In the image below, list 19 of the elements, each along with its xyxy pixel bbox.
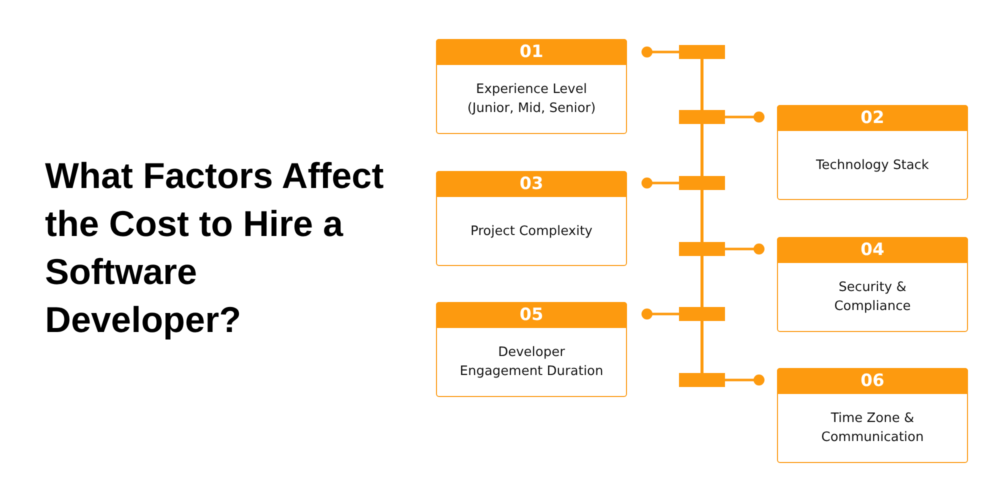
factor-label: Time Zone & Communication xyxy=(820,410,925,447)
factor-label: Project Complexity xyxy=(470,222,593,240)
step-number: 03 xyxy=(520,174,544,194)
factor-card xyxy=(436,302,627,397)
factor-card xyxy=(436,171,627,266)
factor-label: Technology Stack xyxy=(816,156,929,174)
step-number: 02 xyxy=(860,108,884,128)
factor-label: Experience Level (Junior, Mid, Senior) xyxy=(466,81,597,118)
step-number: 01 xyxy=(520,42,544,62)
factor-card xyxy=(777,368,968,463)
factor-card xyxy=(777,237,968,332)
heading: What Factors Affect the Cost to Hire a Software Developer? xyxy=(45,154,385,342)
factor-label: Developer Engagement Duration xyxy=(458,344,604,381)
step-number: 05 xyxy=(520,305,544,325)
step-number: 04 xyxy=(860,240,884,260)
step-number: 06 xyxy=(860,371,884,391)
factor-label: Security & Compliance xyxy=(833,279,912,316)
factor-card xyxy=(436,39,627,134)
factor-card xyxy=(777,105,968,200)
